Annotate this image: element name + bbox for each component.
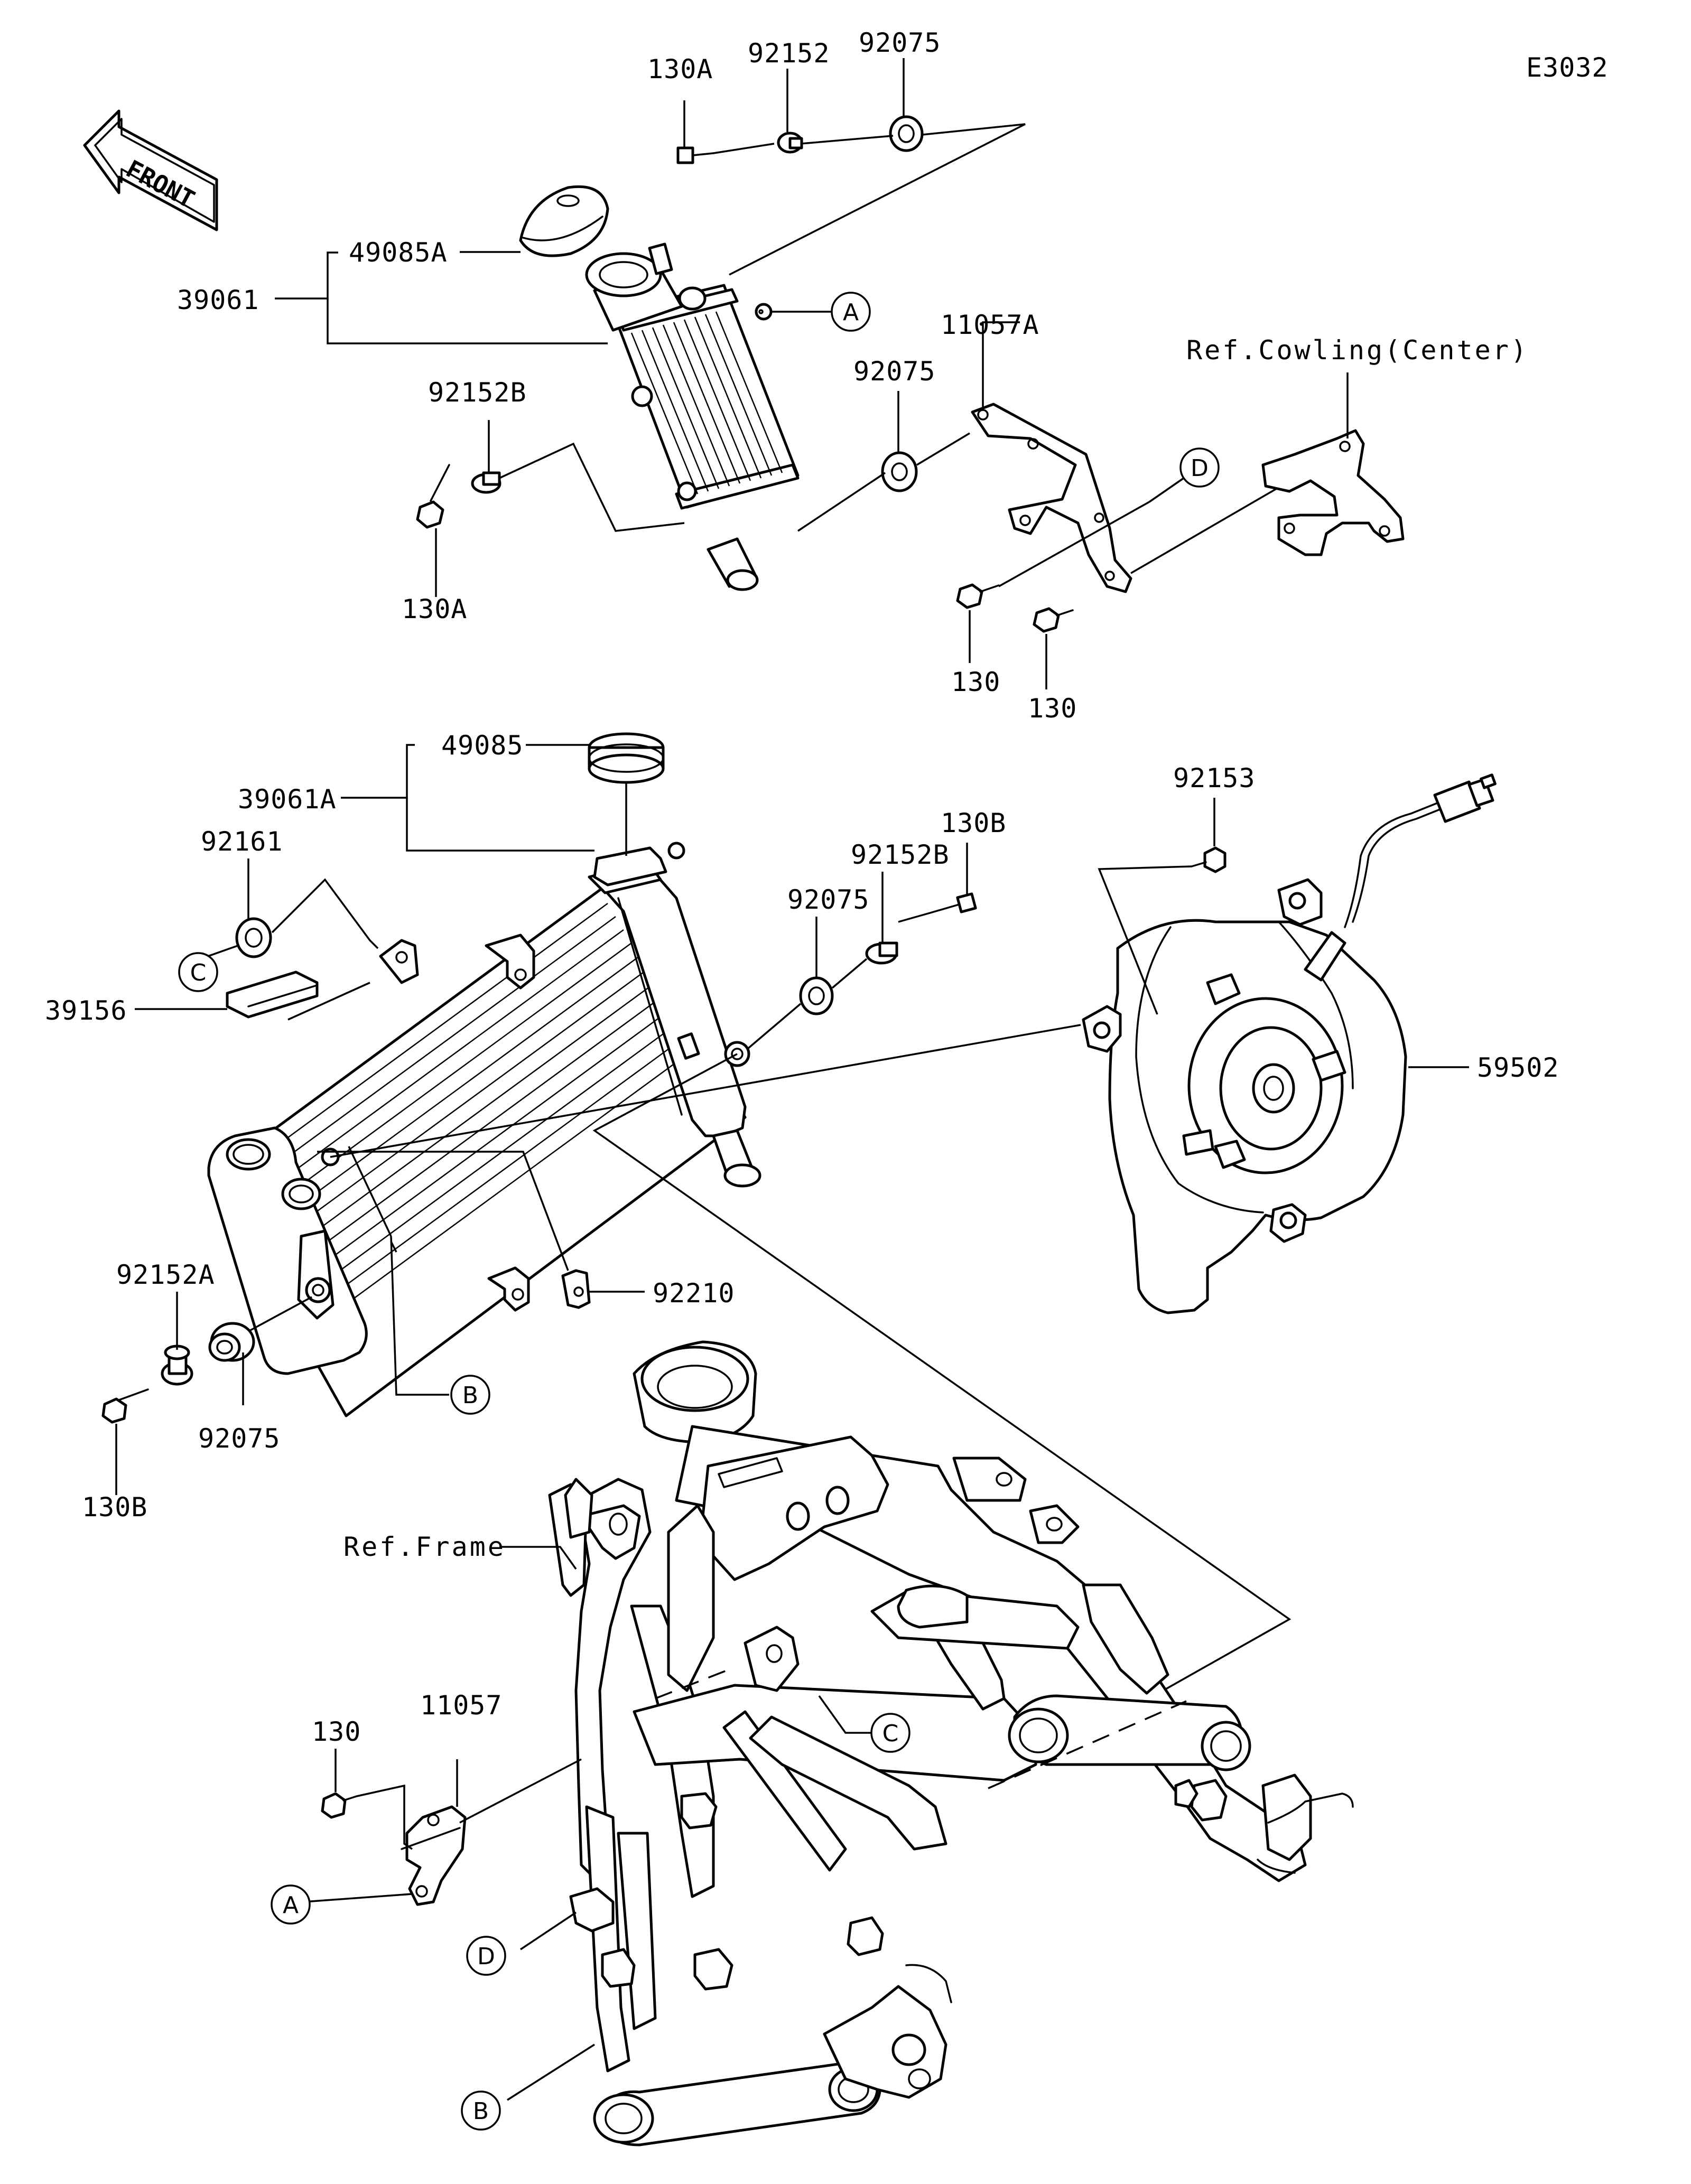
callout-c-frame-letter: C xyxy=(882,1720,899,1747)
label-11057: 11057 xyxy=(420,1690,503,1721)
bolt-130b-bottom-icon xyxy=(101,1388,149,1424)
callout-a-top-letter: A xyxy=(843,299,859,326)
callout-a-bottom-letter: A xyxy=(283,1892,299,1919)
label-130a-top: 130A xyxy=(647,54,713,85)
collar-92152b-low-icon xyxy=(865,941,898,965)
label-49085: 49085 xyxy=(441,730,524,761)
label-130b-top: 130B xyxy=(941,808,1006,838)
grommet-92075-bottom-icon xyxy=(208,1322,255,1362)
callout-c-left: C xyxy=(178,952,218,992)
label-92075-low: 92075 xyxy=(787,884,870,915)
label-39156: 39156 xyxy=(45,995,127,1026)
label-59502: 59502 xyxy=(1477,1052,1559,1083)
callout-d-bottom-letter: D xyxy=(477,1943,495,1970)
label-ref-cowling: Ref.Cowling(Center) xyxy=(1186,335,1529,366)
callout-a-bottom: A xyxy=(271,1884,311,1925)
bolt-92153-icon xyxy=(1191,846,1227,873)
callout-d-top: D xyxy=(1179,447,1220,488)
main-radiator xyxy=(207,842,761,1417)
callout-c-left-letter: C xyxy=(190,959,207,986)
label-92153: 92153 xyxy=(1173,763,1256,794)
label-11057a: 11057A xyxy=(941,310,1039,340)
radiator-cap-49085 xyxy=(588,732,665,784)
grommet-92075-low-icon xyxy=(799,976,834,1015)
label-49085a: 49085A xyxy=(349,237,448,268)
label-92152b-top: 92152B xyxy=(428,377,527,408)
callout-b-left: B xyxy=(450,1375,490,1415)
label-39061: 39061 xyxy=(177,285,259,315)
front-arrow-icon: FRONT xyxy=(83,109,218,231)
bolt-130-a-icon xyxy=(956,583,1000,609)
label-92152-top: 92152 xyxy=(748,38,830,69)
callout-d-top-letter: D xyxy=(1191,455,1209,482)
label-92210: 92210 xyxy=(653,1278,735,1309)
grommet-92161-icon xyxy=(235,917,272,958)
label-130a-bottom: 130A xyxy=(402,594,467,624)
bolt-130b-top-icon xyxy=(929,892,977,914)
cooling-fan-59502 xyxy=(1082,773,1497,1314)
bolt-130a-top-icon xyxy=(676,146,714,164)
callout-b-left-letter: B xyxy=(462,1382,478,1409)
label-39061a: 39061A xyxy=(238,784,337,815)
label-ref-frame: Ref.Frame xyxy=(343,1532,506,1562)
label-92075-top: 92075 xyxy=(859,27,941,58)
bolt-130a-bottom-icon xyxy=(416,464,450,529)
label-92152b-low: 92152B xyxy=(851,839,950,870)
label-92152a: 92152A xyxy=(116,1259,215,1290)
label-92161: 92161 xyxy=(201,826,283,857)
collar-92152b-top-icon xyxy=(471,471,501,494)
grommet-92075-top-icon xyxy=(889,115,924,152)
label-92075-mid: 92075 xyxy=(853,356,936,387)
diagram-code: E3032 xyxy=(1526,52,1609,83)
bolt-130-c-icon xyxy=(321,1792,358,1819)
clip-92210-icon xyxy=(561,1269,591,1309)
label-130-b: 130 xyxy=(1028,693,1077,724)
callout-d-bottom: D xyxy=(466,1936,506,1976)
label-130-c: 130 xyxy=(312,1716,361,1747)
collar-92152-top-icon xyxy=(777,132,803,154)
label-130-a: 130 xyxy=(951,667,1000,697)
callout-b-bottom: B xyxy=(461,2090,501,2131)
ref-frame xyxy=(548,1340,1354,2146)
grommet-92075-mid-icon xyxy=(881,451,918,492)
bolt-130-b-icon xyxy=(1033,607,1074,633)
callout-c-frame: C xyxy=(870,1713,910,1753)
bracket-11057 xyxy=(401,1805,467,1906)
pad-39156-icon xyxy=(226,970,319,1019)
ref-cowling-bracket xyxy=(1261,429,1405,556)
upper-radiator xyxy=(585,242,800,591)
callout-a-top: A xyxy=(831,292,871,332)
radiator-cap-49085a xyxy=(519,185,609,257)
label-92075-bottom: 92075 xyxy=(198,1423,281,1454)
bracket-11057a xyxy=(971,403,1132,593)
collar-92152a-icon xyxy=(161,1345,193,1386)
label-130b-bottom: 130B xyxy=(82,1492,147,1523)
callout-b-bottom-letter: B xyxy=(473,2098,489,2125)
